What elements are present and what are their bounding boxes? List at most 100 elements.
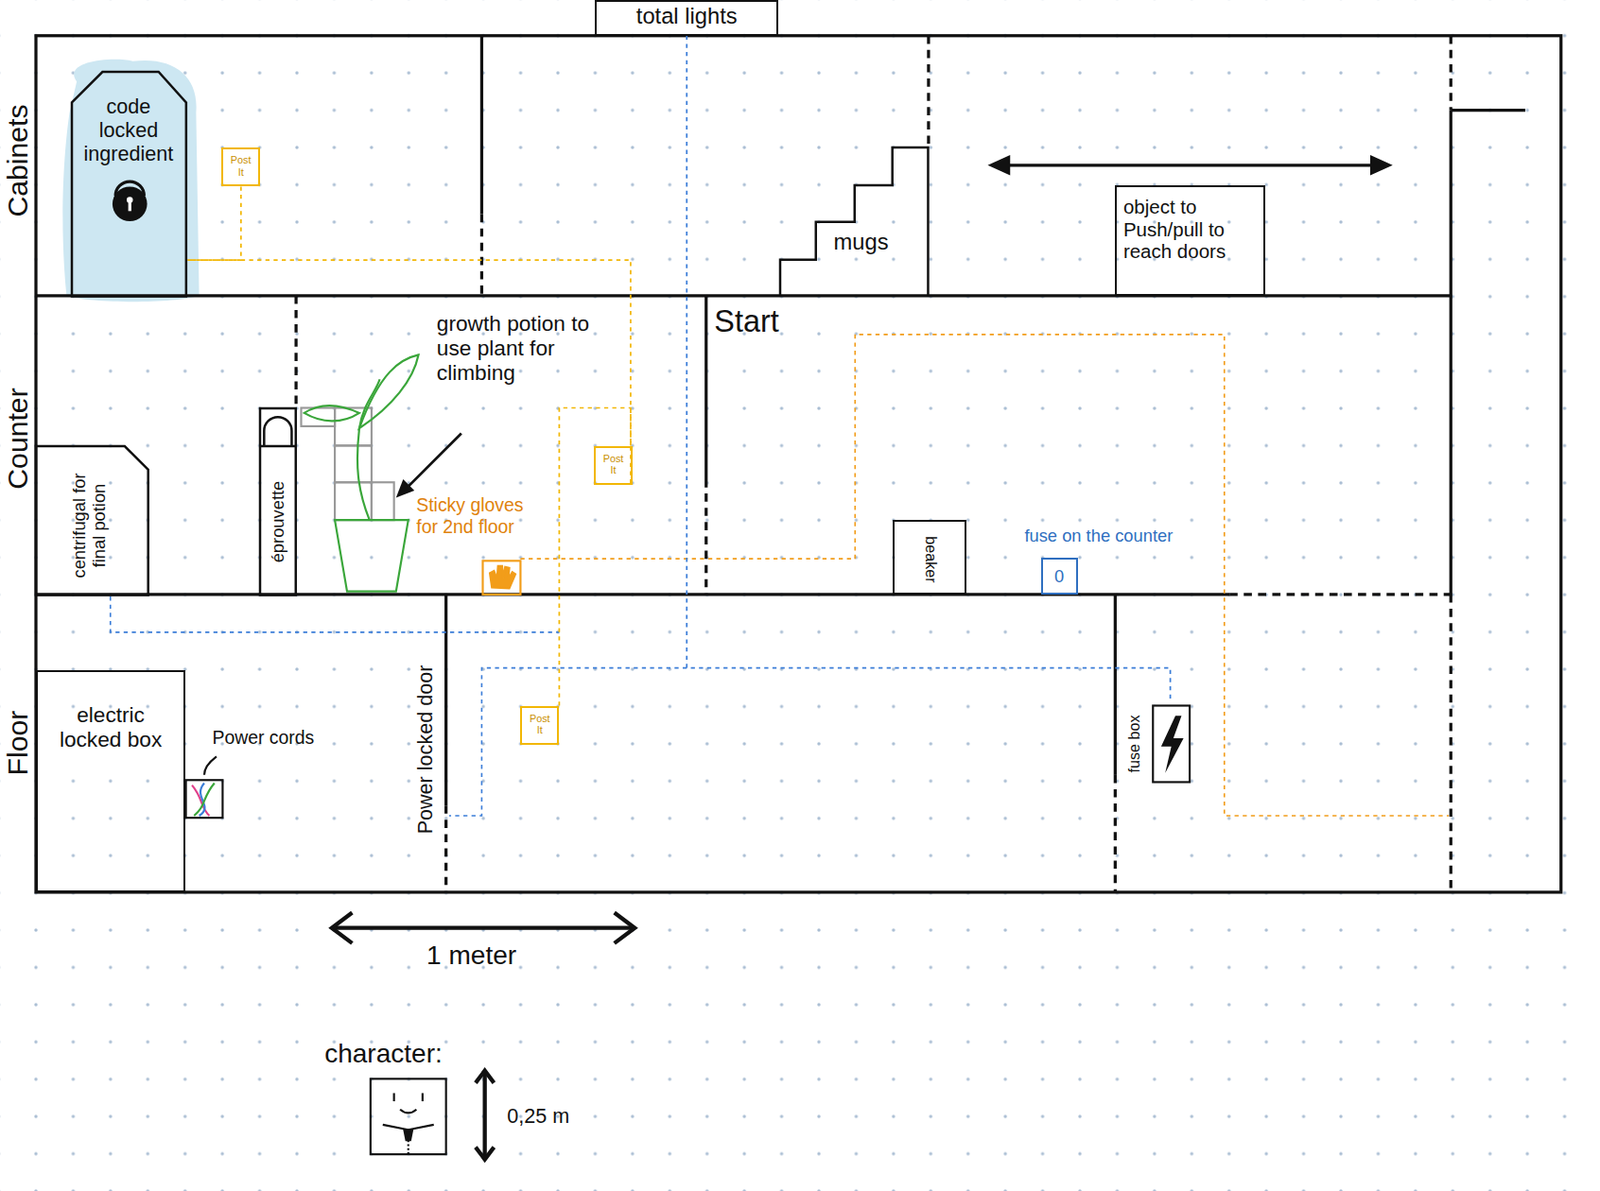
clue-connector [186,186,242,261]
scale-arrow [614,912,636,943]
glove-icon [483,560,522,595]
climb-grid [334,482,372,521]
sticky-path [520,334,1449,817]
legend-label: character: [324,1039,443,1070]
shape-outline [780,147,928,296]
room-wall [444,594,448,806]
post-it-note: Post It [520,706,559,746]
node-text: centrifugal for final potion [69,456,109,595]
node-text: object to Push/pull to reach doors [1123,195,1258,263]
frost-blob [62,59,199,303]
start-label: Start [713,304,779,340]
character-icon [403,1130,413,1141]
open-passage [295,35,1451,893]
open-passage [294,295,297,409]
beaker-box: beaker [892,520,967,595]
push-direction-arrow [987,155,1392,176]
post-it-note: Post It [221,147,261,187]
node-text: fuse box [1125,702,1144,784]
power-cords-icon [204,756,217,775]
open-passage [704,479,708,595]
open-passage [1449,35,1453,111]
clue-connector [686,35,1170,702]
climb-grid [371,482,395,521]
shape-outline [260,417,296,447]
node-text: beaker [922,526,941,594]
node-text: Post It [229,154,253,178]
post-it-note: Post It [593,446,633,486]
open-passage [1449,594,1453,893]
locked-cabinet: code locked ingredient [71,71,187,296]
plant-drawing [359,354,419,429]
callout-arrow [406,433,462,488]
plant-drawing [304,405,360,421]
scale-arrow [331,912,635,1160]
scale-arrow [475,1071,494,1084]
padlock-icon [128,199,132,211]
scale-arrow [483,1073,487,1159]
node-text: Post It [528,713,552,737]
node-text: electric locked box [43,702,178,752]
node-text: Post It [601,452,625,477]
dimension-label: 0,25 m [506,1105,570,1130]
power-wire [110,596,560,633]
callout-label: Power cords [211,727,314,748]
open-passage [1113,775,1117,893]
padlock-icon [112,186,148,222]
push-direction-arrow [987,155,1010,176]
power-wire [449,668,687,817]
dimension-label: 1 meter [426,940,517,972]
character-icon [407,1140,410,1155]
electric-locked-box: electric locked box [35,670,187,893]
push-object-box: object to Push/pull to reach doors [1114,185,1266,296]
power-wire [110,596,688,817]
room-wall [35,35,1562,893]
power-cords-icon [186,780,224,818]
test-tube-rack: éprouvette [260,408,296,595]
section-label: Cabinets [3,104,33,218]
power-cords-icon [186,756,224,818]
callout-arrow [396,479,415,498]
node-text: éprouvette [267,453,288,592]
room-wall [704,295,708,480]
room-wall [1113,594,1117,776]
shape-outline [260,408,296,595]
character-icon [393,1093,396,1102]
open-passage [926,35,930,149]
node-text: total lights [636,3,738,30]
power-cords-icon [193,782,215,817]
door-label: Power locked door [415,665,436,835]
open-passage [1229,592,1451,596]
fuse-box-icon [1152,706,1190,783]
plant-drawing [357,379,381,521]
clue-connector [186,260,631,446]
push-direction-arrow [1370,155,1393,176]
sticky-path [520,334,1449,817]
fuse-box-icon [1152,706,1190,783]
climb-grid [334,445,372,483]
section-label: Counter [3,387,33,489]
room-wall [480,35,484,215]
scale-arrow [475,1147,494,1161]
fuse-box-icon [1161,715,1184,773]
push-direction-arrow [1005,163,1378,167]
node-text: mugs [834,229,889,256]
room-wall [1450,108,1526,112]
plant-drawing [334,520,409,592]
note-text: growth potion to use plant for climbing [436,311,627,385]
fuse-item: fuse on the counter0 [1020,525,1189,595]
node-text: 0 [1041,557,1079,595]
scale-arrow [334,926,632,931]
character-icon [370,1078,447,1155]
mug-stairs: mugs [780,147,928,296]
node-text: code locked ingredient [77,95,180,166]
shape-outline [780,147,928,296]
room-wall [35,35,1562,893]
light-switch-box: total lights [594,0,779,36]
shape-outline [71,71,187,296]
glove-icon [489,566,516,590]
